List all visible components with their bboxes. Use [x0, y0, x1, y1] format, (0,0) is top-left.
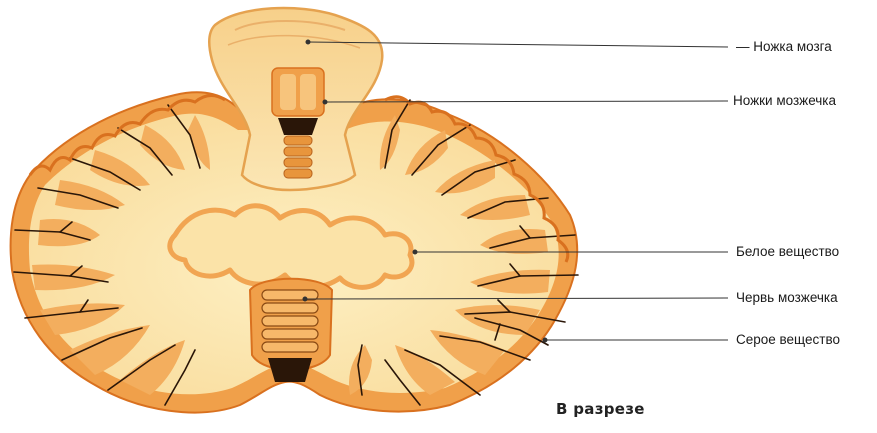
- label-cerebral-peduncle: — Ножка мозга: [736, 39, 832, 54]
- leader-dot-white-matter: [413, 250, 417, 254]
- section-caption: В разрезе: [556, 400, 645, 418]
- label-gray-matter: Серое вещество: [736, 332, 840, 347]
- leader-dot-vermis: [303, 297, 307, 301]
- label-white-matter: Белое вещество: [736, 244, 839, 259]
- label-vermis: Червь мозжечка: [736, 290, 838, 305]
- leader-dot-peduncle: [306, 40, 310, 44]
- leader-dot-gray-matter: [543, 338, 547, 342]
- label-cerebellar-peduncles: Ножки мозжечка: [733, 93, 836, 108]
- leader-dot-cerebellar-peduncles: [323, 100, 327, 104]
